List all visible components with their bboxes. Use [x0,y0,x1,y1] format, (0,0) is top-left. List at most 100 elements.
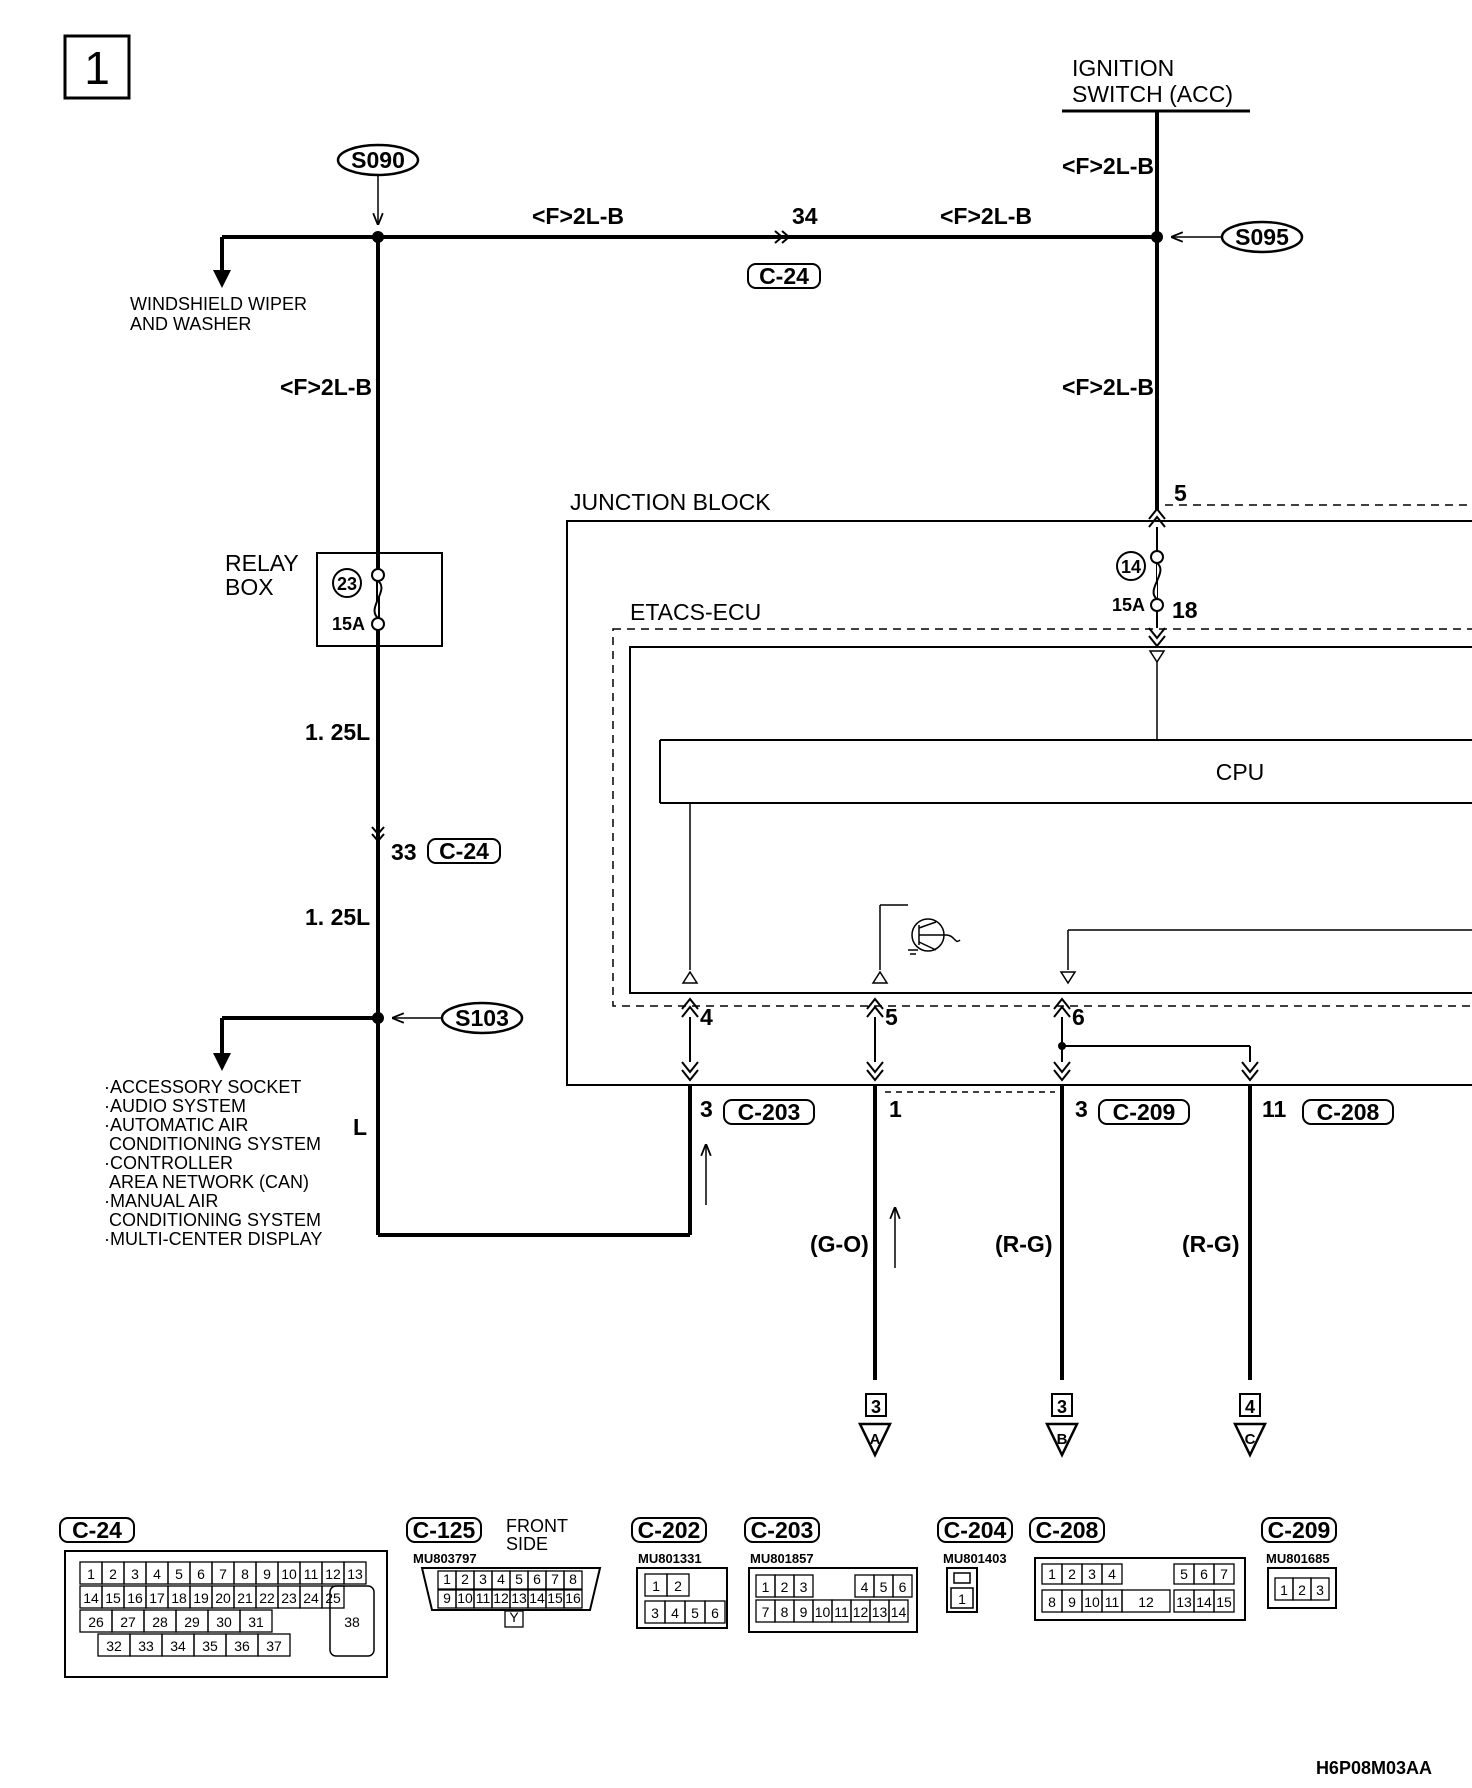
svg-text:C-24: C-24 [439,838,489,864]
svg-text:SIDE: SIDE [506,1534,548,1554]
svg-text:C-209: C-209 [1113,1099,1176,1125]
svg-text:1. 25L: 1. 25L [305,719,370,745]
c125-key-cell [504,1610,524,1628]
svg-text:MU803797: MU803797 [413,1551,477,1566]
c24-pin-label: 19 [193,1590,209,1606]
svg-text:4: 4 [700,1004,713,1030]
svg-text:1. 25L: 1. 25L [305,904,370,930]
c24-big-pin-label: 38 [344,1614,360,1630]
c24-pin-label: 13 [347,1566,363,1582]
svg-text:4: 4 [1245,1397,1255,1417]
c125-pin-label: 3 [479,1571,487,1587]
c24-pin-label: 5 [175,1566,183,1582]
c125-pin-label: 7 [551,1571,559,1587]
svg-text:C: C [1245,1431,1256,1448]
c203-pin-label: 13 [872,1604,888,1620]
c202-pin-label: 6 [711,1605,719,1621]
svg-text:C-204: C-204 [944,1517,1007,1543]
svg-text:15A: 15A [332,614,365,634]
c24-pin-label: 18 [171,1590,187,1606]
c203-pin-label: 10 [815,1604,831,1620]
svg-text:FRONT: FRONT [506,1516,568,1536]
c203-cell [793,1574,814,1598]
c125-pin-label: 12 [493,1590,509,1606]
c208-cell [1101,1563,1123,1585]
c208-r2-pin-label: 13 [1176,1594,1192,1610]
svg-text:(R-G): (R-G) [995,1231,1052,1257]
c24-pin-label: 4 [153,1566,161,1582]
c208-r2-cell [1213,1589,1235,1613]
c125-pin-label: 13 [511,1590,527,1606]
c24-pin-label: 37 [266,1638,282,1654]
svg-text:C-24: C-24 [72,1517,122,1543]
wire-labels: <F>2L-B <F>2L-B <F>2L-B <F>2L-B <F>2L-B … [280,153,1239,1257]
svg-text:RELAY: RELAY [225,550,299,576]
svg-text:C-209: C-209 [1268,1517,1331,1543]
inline-connector-34: 34 C-24 [747,203,821,289]
c24-pin-label: 3 [131,1566,139,1582]
c24-pin-label: 6 [197,1566,205,1582]
connector-c204: C-204 MU801403 1 [937,1517,1013,1613]
svg-text:33: 33 [391,839,417,865]
c125-key-pin-label: Y [509,1609,519,1625]
c125-pin-label: 6 [533,1571,541,1587]
svg-text:C-125: C-125 [413,1517,476,1543]
inline-connector-33: 33 C-24 [371,826,501,865]
c125-pin-label: 11 [476,1590,491,1606]
c203-pin-label: 7 [762,1604,770,1620]
svg-text:BOX: BOX [225,574,274,600]
svg-text:15A: 15A [1112,595,1145,615]
c208-r-pin-label: 5 [1180,1566,1188,1582]
splice-s090: S090 [336,143,420,224]
svg-text:3: 3 [1075,1096,1088,1122]
figure-code: H6P08M03AA [1316,1758,1432,1778]
c24-pin-label: 15 [105,1590,121,1606]
c208-r-pin-label: 6 [1200,1566,1208,1582]
svg-text:S090: S090 [351,147,405,173]
svg-text:<F>2L-B: <F>2L-B [940,203,1032,229]
c125-cell [563,1589,583,1609]
c24-pin-label: 17 [149,1590,165,1606]
svg-text:S095: S095 [1235,224,1289,250]
svg-text:MU801857: MU801857 [750,1551,814,1566]
c208-r-cell [1213,1563,1235,1585]
svg-text:AND WASHER: AND WASHER [130,314,251,334]
svg-text:·CONTROLLER: ·CONTROLLER [104,1153,233,1173]
svg-text:·AUDIO SYSTEM: ·AUDIO SYSTEM [104,1096,246,1116]
junction-block: JUNCTION BLOCK 5 [566,480,1472,1086]
c203-pin-label: 2 [781,1579,789,1595]
c24-pin-label: 24 [303,1590,319,1606]
c24-cell [239,1609,273,1633]
c24-pin-label: 23 [281,1590,297,1606]
c125-pin-label: 1 [443,1571,451,1587]
c125-pin-label: 8 [569,1571,577,1587]
c203-pin-label: 1 [762,1579,770,1595]
c208-pin-label: 2 [1068,1566,1076,1582]
c203-cell [888,1599,909,1623]
svg-text:C-203: C-203 [738,1099,801,1125]
c203-r-cell [892,1574,913,1598]
etacs-ecu: ETACS-ECU [612,599,1472,1007]
c24-pin-label: 25 [325,1590,341,1606]
main-wires [220,111,1252,1380]
svg-text:C-202: C-202 [638,1517,701,1543]
c24-pin-label: 35 [202,1638,218,1654]
page-number: 1 [63,34,131,100]
c125-cell [563,1570,583,1590]
c24-cell [343,1561,367,1585]
svg-text:C-203: C-203 [751,1517,814,1543]
c24-pin-label: 10 [281,1566,297,1582]
continuation-c: 4 C [1233,1393,1267,1458]
svg-text:C-208: C-208 [1036,1517,1099,1543]
c24-pin-label: 36 [234,1638,250,1654]
c24-pin-label: 22 [259,1590,275,1606]
c202-cell [704,1600,726,1624]
c208-mid-cell [1121,1589,1171,1613]
svg-text:23: 23 [337,574,357,594]
c125-pin-label: 4 [497,1571,505,1587]
